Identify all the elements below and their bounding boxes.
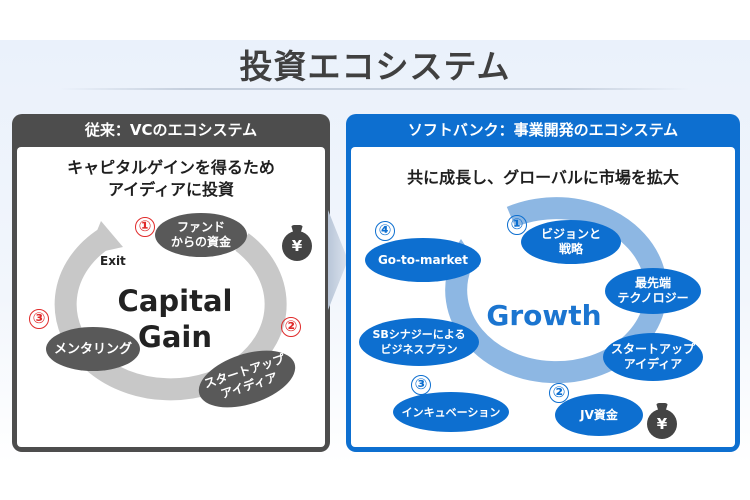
vc-ecosystem-panel: 従来：VCのエコシステム キャピタルゲインを得るため アイディアに投資 ファンド… (12, 114, 330, 452)
node-vision-shape (521, 220, 621, 264)
vc-cycle-graphic (46, 213, 296, 408)
node-startup-line2: アイディア (623, 357, 683, 371)
node-startup: スタートアップ アイディア (603, 335, 703, 379)
vc-cycle-ring (54, 228, 287, 401)
vc-exit-label: Exit (100, 254, 126, 268)
node-jv-fund-shape (555, 394, 643, 436)
node-technology-line2: テクノロジー (617, 291, 689, 305)
node-go-to-market: Go-to-market (377, 252, 469, 267)
node-go-to-market-shape (365, 238, 481, 282)
vc-node-fund-line2: からの資金 (170, 235, 231, 249)
vc-panel-header: 従来：VCのエコシステム (84, 121, 258, 139)
node-incubation-shape (393, 392, 509, 432)
node-startup-shape (603, 333, 703, 381)
softbank-panel-body: 共に成長し、グローバルに市場を拡大 ビジョンと 戦略 最先端 テクノロジー スタ… (351, 147, 735, 447)
softbank-ecosystem-panel: ソフトバンク：事業開発のエコシステム 共に成長し、グローバルに市場を拡大 ビジョ… (346, 114, 740, 452)
vc-step-number-3: ③ (29, 309, 49, 329)
node-technology: 最先端 テクノロジー (605, 269, 701, 313)
softbank-panel-header: ソフトバンク：事業開発のエコシステム (407, 121, 679, 139)
vc-cycle-arrowhead (87, 221, 123, 255)
yen-money-bag-icon: ¥ (282, 231, 312, 261)
vc-node-mentoring: メンタリング (53, 341, 132, 357)
vc-step-number-2: ② (281, 317, 301, 337)
vc-step-number-1: ① (135, 217, 155, 237)
softbank-cycle-graphic (359, 197, 703, 436)
vc-node-startup-shape (198, 350, 296, 408)
vc-subtitle-line2: アイディアに投資 (107, 180, 235, 199)
sb-step-number-3: ③ (411, 375, 431, 395)
node-jv-fund: JV資金 (580, 407, 618, 422)
vc-node-fund: ファンド からの資金 (155, 213, 247, 257)
node-business-plan-line1: SBシナジーによる (372, 328, 466, 341)
vc-node-fund-shape (155, 213, 247, 257)
sb-step-number-2: ② (549, 383, 569, 403)
softbank-subtitle: 共に成長し、グローバルに市場を拡大 (407, 168, 679, 187)
node-technology-shape (605, 268, 701, 314)
node-business-plan: SBシナジーによる ビジネスプラン (359, 320, 479, 364)
vc-node-mentoring-shape (46, 327, 140, 371)
yen-money-bag-icon-right: ¥ (647, 409, 677, 439)
growth-center-label: Growth (486, 299, 602, 332)
page-title: 投資エコシステム (239, 47, 511, 86)
title-underline (60, 88, 690, 90)
node-incubation: インキュベーション (401, 405, 501, 419)
node-vision: ビジョンと 戦略 (521, 221, 621, 263)
sb-step-number-4: ④ (375, 221, 395, 241)
node-vision-line1: ビジョンと (540, 227, 601, 241)
node-business-plan-line2: ビジネスプラン (380, 343, 458, 356)
vc-node-fund-line1: ファンド (176, 220, 225, 234)
node-startup-line1: スタートアップ (610, 342, 695, 356)
vc-center-line1: Capital (117, 284, 233, 318)
vc-center-line2: Gain (138, 320, 212, 354)
sb-step-number-1: ① (507, 215, 527, 235)
vc-subtitle-line1: キャピタルゲインを得るため (67, 158, 275, 177)
vc-panel-body: キャピタルゲインを得るため アイディアに投資 ファンド からの資金 メンタリング… (17, 147, 325, 447)
node-vision-line2: 戦略 (558, 242, 583, 256)
node-technology-line1: 最先端 (634, 276, 671, 290)
node-business-plan-shape (359, 318, 479, 366)
